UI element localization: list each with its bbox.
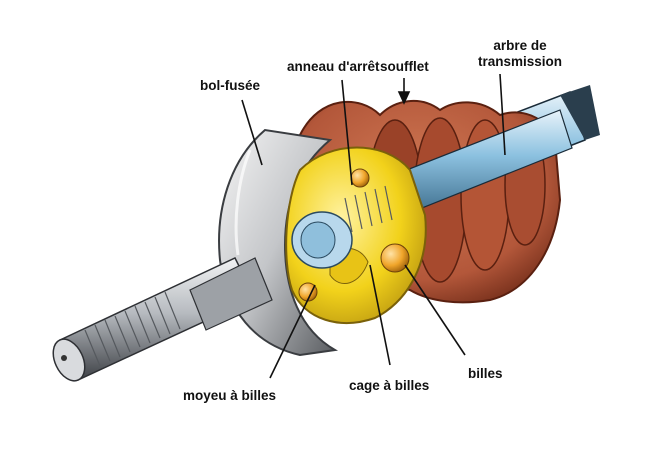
label-moyeu-a-billes: moyeu à billes: [183, 388, 277, 403]
leader-lines: [241, 73, 506, 379]
stub-axle: [52, 257, 273, 382]
label-arbre-line1: arbre de: [493, 38, 547, 53]
label-billes: billes: [468, 366, 503, 381]
label-arbre-line2: transmission: [477, 54, 563, 69]
label-soufflet: soufflet: [380, 59, 429, 74]
label-bol-fusee: bol-fusée: [200, 78, 261, 93]
ball-hub-assembly: [285, 146, 427, 324]
label-arbre-de-transmission: arbre de transmission: [470, 38, 570, 70]
label-anneau-arret: anneau d'arrêt: [287, 59, 380, 74]
label-cage-a-billes: cage à billes: [349, 378, 430, 393]
